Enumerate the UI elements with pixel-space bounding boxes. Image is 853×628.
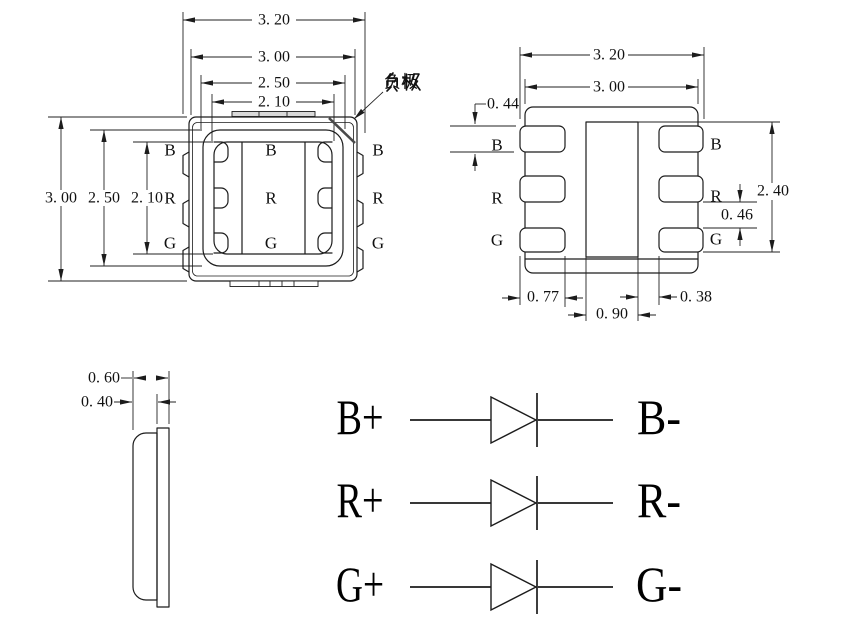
pin-label-right-g: G bbox=[372, 234, 384, 253]
bottom-pin-left-r: R bbox=[491, 189, 503, 208]
side-extension-lines bbox=[132, 371, 170, 430]
dim-front-width-outer: 3. 20 bbox=[258, 12, 290, 29]
front-view: 3. 20 3. 00 2. 50 2. 10 3. 00 2. 50 2. 1… bbox=[45, 12, 421, 287]
dim-front-height-body: 3. 00 bbox=[45, 190, 77, 207]
dim-front-width-cup: 2. 50 bbox=[258, 75, 290, 92]
diode-triangle bbox=[490, 478, 538, 528]
bottom-pin-labels: B R G B R G bbox=[491, 135, 722, 250]
dim-pad-gap: 0. 46 bbox=[721, 207, 753, 224]
dim-bottom-width-outer: 3. 20 bbox=[593, 47, 625, 64]
side-dimension-lines bbox=[114, 375, 176, 405]
cathode-leader-arrow bbox=[353, 91, 384, 120]
pin-label-center-g: G bbox=[265, 234, 277, 253]
side-lens-body bbox=[132, 432, 158, 601]
bottom-package bbox=[519, 106, 704, 274]
dim-front-height-cup: 2. 50 bbox=[88, 190, 120, 207]
side-package bbox=[132, 427, 170, 608]
side-lead-bumps bbox=[182, 151, 364, 273]
cathode-label-b: B- bbox=[637, 389, 681, 445]
dim-front-width-inner: 2. 10 bbox=[258, 94, 290, 111]
cathode-label-r: R- bbox=[637, 472, 681, 528]
anode-label-b: B+ bbox=[337, 389, 384, 445]
anode-label-r: R+ bbox=[337, 472, 384, 528]
pad-right-g bbox=[658, 227, 704, 253]
pin-label-right-b: B bbox=[372, 141, 383, 160]
body-inner-line bbox=[192, 122, 354, 277]
die-area-dividers bbox=[241, 141, 306, 255]
diode-row-b: B+ B- bbox=[337, 389, 681, 447]
bottom-view: 3. 20 3. 00 0. 44 2. 40 0. 46 0. 77 0. 9… bbox=[450, 47, 789, 323]
cathode-label-g: G- bbox=[636, 556, 682, 612]
dim-front-width-body: 3. 00 bbox=[258, 49, 290, 66]
front-package-body bbox=[182, 111, 364, 287]
pin-label-left-r: R bbox=[164, 189, 176, 208]
dim-bottom-width-body: 3. 00 bbox=[593, 79, 625, 96]
side-view: 0. 60 0. 40 bbox=[81, 370, 176, 608]
diode-row-r: R+ R- bbox=[337, 472, 681, 530]
front-pin-labels: B R G B R G B R G bbox=[164, 141, 384, 253]
cathode-label-glyphs bbox=[386, 72, 421, 92]
cathode-corner-mark bbox=[328, 117, 356, 144]
top-strip-ticks bbox=[258, 111, 288, 117]
bottom-pin-left-b: B bbox=[491, 136, 502, 155]
solder-pads bbox=[519, 125, 704, 253]
dim-slug-height: 2. 40 bbox=[757, 183, 789, 200]
front-extension-lines bbox=[48, 12, 366, 282]
bottom-strip-ticks bbox=[258, 281, 295, 287]
bottom-pin-right-g: G bbox=[710, 230, 722, 249]
thermal-slug bbox=[585, 121, 639, 258]
circuit-diagram: B+ B- R+ R- G+ G- bbox=[336, 389, 682, 614]
bottom-pin-right-b: B bbox=[710, 135, 721, 154]
dim-pad-height: 0. 44 bbox=[487, 96, 519, 113]
pad-left-g bbox=[519, 227, 566, 253]
pin-label-left-b: B bbox=[164, 141, 175, 160]
anode-label-g: G+ bbox=[336, 556, 384, 612]
diode-triangle bbox=[490, 562, 538, 612]
diode-row-g: G+ G- bbox=[336, 556, 682, 614]
pin-label-left-g: G bbox=[164, 234, 176, 253]
pin-label-center-b: B bbox=[265, 141, 276, 160]
bottom-extension-lines bbox=[450, 47, 780, 321]
reflector-inner bbox=[213, 141, 333, 255]
pin-label-right-r: R bbox=[372, 189, 384, 208]
pad-left-r bbox=[519, 175, 566, 203]
dim-slug-width: 0. 90 bbox=[596, 306, 628, 323]
pad-left-b bbox=[519, 125, 566, 153]
reflector-outer bbox=[202, 129, 344, 267]
bottom-pin-right-r: R bbox=[710, 187, 722, 206]
inner-bond-tabs bbox=[213, 141, 333, 254]
pin-label-center-r: R bbox=[265, 189, 277, 208]
dim-total-thickness: 0. 60 bbox=[88, 370, 120, 387]
pad-right-r bbox=[658, 175, 704, 203]
side-substrate bbox=[156, 427, 170, 608]
pad-right-b bbox=[658, 125, 704, 153]
diode-triangle bbox=[490, 395, 538, 445]
bottom-pin-left-g: G bbox=[491, 231, 503, 250]
dim-pad-clearance: 0. 38 bbox=[680, 289, 712, 306]
cathode-callout: 负极 bbox=[353, 72, 421, 120]
dim-front-height-inner: 2. 10 bbox=[131, 190, 163, 207]
bottom-dimension-lines bbox=[472, 52, 775, 318]
bottom-gate-strip bbox=[229, 280, 319, 287]
dim-pad-width: 0. 77 bbox=[527, 289, 559, 306]
dim-body-thickness: 0. 40 bbox=[81, 394, 113, 411]
front-dimension-lines bbox=[58, 17, 365, 281]
top-gate-strip bbox=[231, 111, 316, 117]
